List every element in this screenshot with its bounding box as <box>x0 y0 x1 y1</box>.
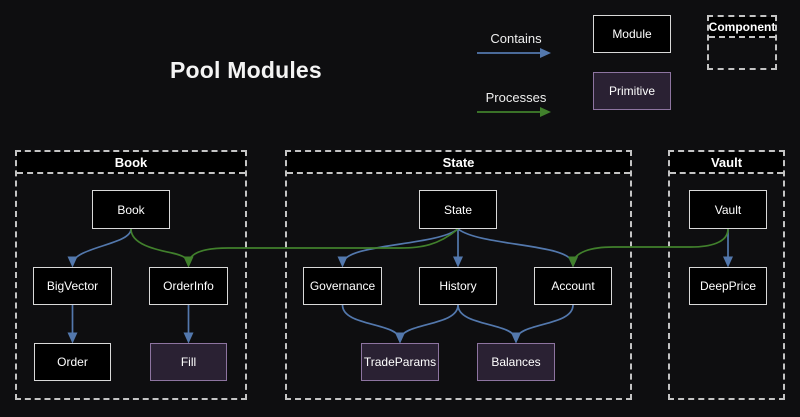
node-orderinfo: OrderInfo <box>149 267 228 305</box>
legend-component-box: Component <box>707 15 777 70</box>
legend-component-label: Component <box>709 17 775 38</box>
legend-contains-label: Contains <box>490 31 542 46</box>
container-book: Book <box>15 150 247 400</box>
legend-primitive-box: Primitive <box>593 72 671 110</box>
node-order: Order <box>34 343 111 381</box>
container-vault-title: Vault <box>670 152 783 174</box>
node-tradeparams: TradeParams <box>361 343 439 381</box>
node-book: Book <box>92 190 170 229</box>
legend-processes-label: Processes <box>485 90 547 105</box>
node-fill: Fill <box>150 343 227 381</box>
node-balances: Balances <box>477 343 555 381</box>
node-governance: Governance <box>303 267 382 305</box>
page-title: Pool Modules <box>170 57 322 83</box>
container-book-title: Book <box>17 152 245 174</box>
container-vault: Vault <box>668 150 785 400</box>
container-state: State <box>285 150 632 400</box>
container-state-title: State <box>287 152 630 174</box>
node-history: History <box>419 267 497 305</box>
legend-module-box: Module <box>593 15 671 53</box>
node-state: State <box>419 190 497 229</box>
node-vault: Vault <box>689 190 767 229</box>
node-account: Account <box>534 267 612 305</box>
node-deepprice: DeepPrice <box>689 267 767 305</box>
node-bigvector: BigVector <box>33 267 112 305</box>
